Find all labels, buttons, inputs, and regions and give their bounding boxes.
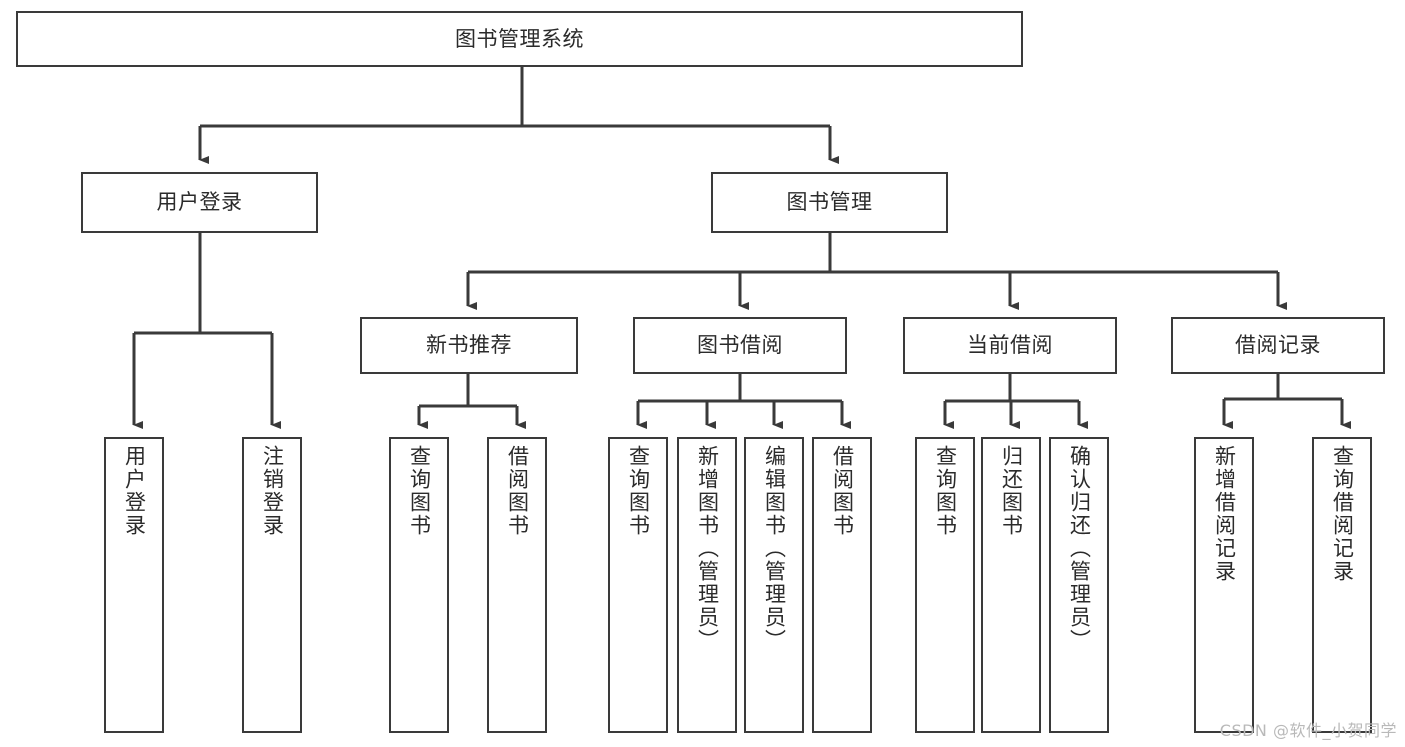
node-leaf-confirm-return[interactable]: 确认归还（管理员） (1049, 437, 1109, 733)
node-leaf-query-book-3[interactable]: 查询图书 (915, 437, 975, 733)
node-leaf-logout[interactable]: 注销登录 (242, 437, 302, 733)
node-leaf-query-record[interactable]: 查询借阅记录 (1312, 437, 1372, 733)
node-book-manage[interactable]: 图书管理 (711, 172, 948, 233)
node-leaf-add-record-label: 新增借阅记录 (1212, 445, 1237, 583)
node-leaf-add-book[interactable]: 新增图书（管理员） (677, 437, 737, 733)
node-leaf-query-book-1-label: 查询图书 (407, 445, 432, 537)
node-new-book-recommend[interactable]: 新书推荐 (360, 317, 578, 374)
node-leaf-query-book-2[interactable]: 查询图书 (608, 437, 668, 733)
node-leaf-user-login-label: 用户登录 (122, 445, 147, 537)
node-leaf-query-book-2-label: 查询图书 (626, 445, 651, 537)
node-leaf-edit-book[interactable]: 编辑图书（管理员） (744, 437, 804, 733)
node-book-manage-label: 图书管理 (786, 190, 873, 215)
node-book-borrow-label: 图书借阅 (697, 333, 783, 358)
node-leaf-borrow-book-1-label: 借阅图书 (505, 445, 530, 537)
node-leaf-user-login[interactable]: 用户登录 (104, 437, 164, 733)
node-root[interactable]: 图书管理系统 (16, 11, 1023, 67)
node-user-login[interactable]: 用户登录 (81, 172, 318, 233)
node-leaf-logout-label: 注销登录 (260, 445, 285, 537)
node-leaf-return-book[interactable]: 归还图书 (981, 437, 1041, 733)
node-book-borrow[interactable]: 图书借阅 (633, 317, 847, 374)
node-leaf-add-record[interactable]: 新增借阅记录 (1194, 437, 1254, 733)
node-leaf-borrow-book-2-label: 借阅图书 (830, 445, 855, 537)
node-borrow-record-label: 借阅记录 (1235, 333, 1321, 358)
node-current-borrow[interactable]: 当前借阅 (903, 317, 1117, 374)
node-leaf-confirm-return-label: 确认归还（管理员） (1067, 445, 1092, 652)
node-leaf-edit-book-label: 编辑图书（管理员） (762, 445, 787, 652)
node-root-label: 图书管理系统 (455, 26, 584, 51)
node-current-borrow-label: 当前借阅 (967, 333, 1053, 358)
node-new-book-recommend-label: 新书推荐 (426, 333, 512, 358)
node-leaf-borrow-book-2[interactable]: 借阅图书 (812, 437, 872, 733)
node-borrow-record[interactable]: 借阅记录 (1171, 317, 1385, 374)
node-user-login-label: 用户登录 (156, 190, 243, 215)
node-leaf-query-record-label: 查询借阅记录 (1330, 445, 1355, 583)
node-leaf-add-book-label: 新增图书（管理员） (695, 445, 720, 652)
node-leaf-borrow-book-1[interactable]: 借阅图书 (487, 437, 547, 733)
node-leaf-query-book-1[interactable]: 查询图书 (389, 437, 449, 733)
node-leaf-return-book-label: 归还图书 (999, 445, 1024, 537)
node-leaf-query-book-3-label: 查询图书 (933, 445, 958, 537)
